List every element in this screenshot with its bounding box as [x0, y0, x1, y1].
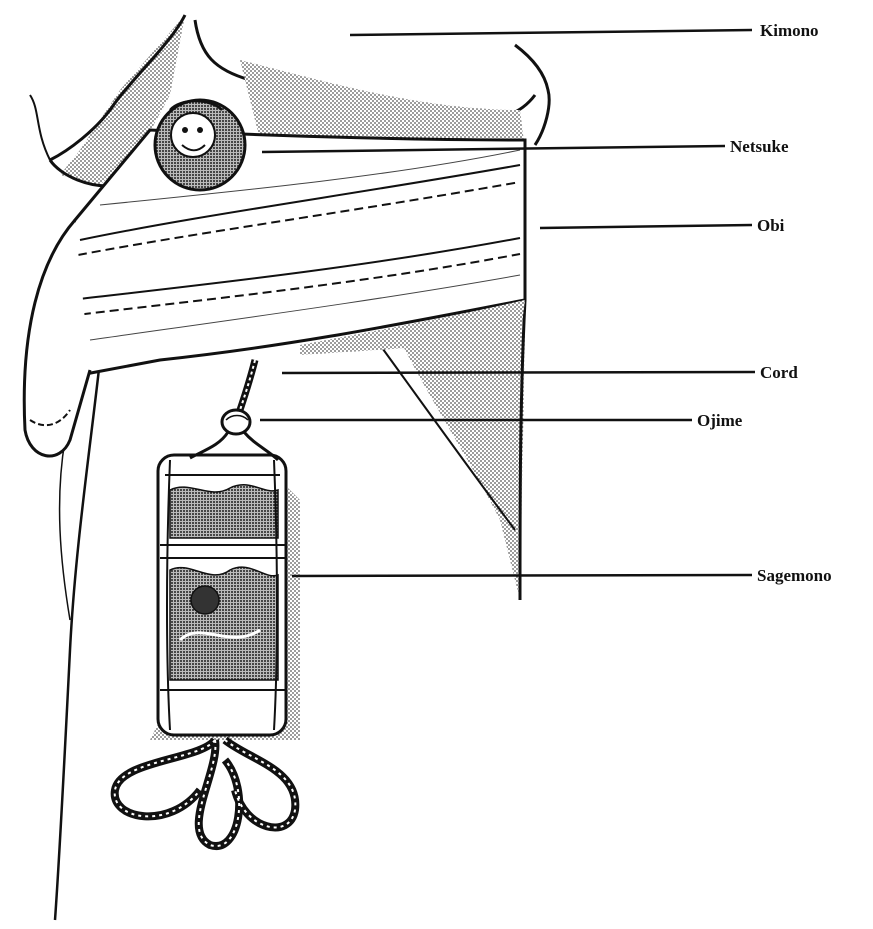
netsuke-label: Netsuke [730, 137, 789, 156]
sagemono-label: Sagemono [757, 566, 832, 585]
ojime-illustration [222, 410, 250, 434]
ojime-label: Ojime [697, 411, 743, 430]
kimono-leader-line [350, 30, 752, 35]
cord-illustration [240, 360, 255, 410]
cord-leader-line [282, 372, 755, 373]
sagemono-illustration [150, 432, 300, 740]
cord-label: Cord [760, 363, 798, 382]
labels: Kimono Netsuke Obi Cord Ojime Sagemono [697, 21, 832, 585]
kimono-label: Kimono [760, 21, 819, 40]
obi-label: Obi [757, 216, 785, 235]
netsuke-illustration [155, 100, 245, 190]
tassel-illustration [115, 740, 296, 846]
obi-leader-line [540, 225, 752, 228]
sagemono-leader-line [292, 575, 752, 576]
